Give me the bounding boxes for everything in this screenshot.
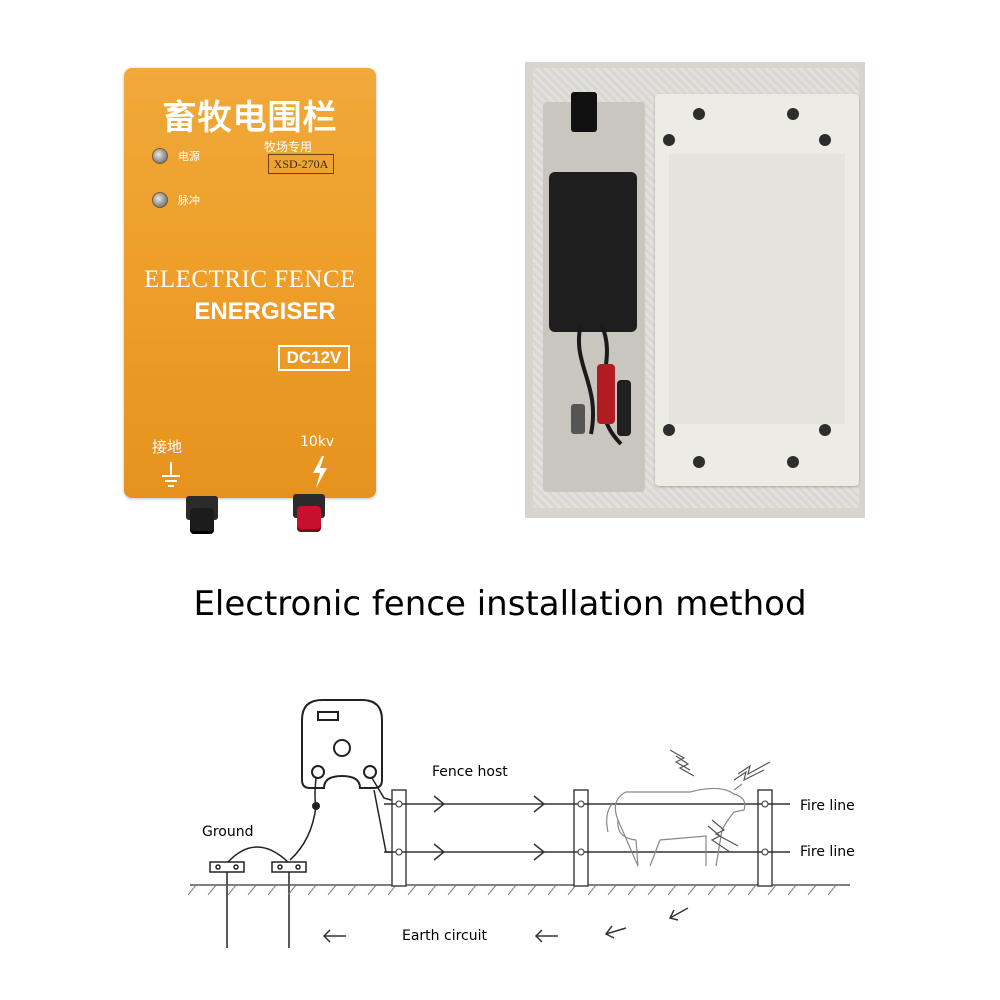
ground-stake-icon xyxy=(209,861,245,948)
mounting-plate-recess xyxy=(669,154,845,424)
mount-hole xyxy=(819,424,831,436)
mount-hole xyxy=(693,456,705,468)
ground-label-en: Ground xyxy=(202,824,254,840)
installation-diagram: Fence host Fire line Fire line Ground Ea… xyxy=(0,680,1000,980)
mounting-plate xyxy=(655,94,859,486)
power-led-icon xyxy=(152,148,168,164)
ground-label: 接地 xyxy=(152,438,183,456)
device-title-cn: 畜牧电围栏 xyxy=(162,98,338,138)
ground-stake-icon xyxy=(271,861,307,948)
device-model: XSD-270A xyxy=(268,154,334,174)
device-subtitle-cn: 牧场专用 xyxy=(264,140,313,154)
power-led-label: 电源 xyxy=(178,150,200,163)
mount-hole xyxy=(663,424,675,436)
pulse-led-label: 脉冲 xyxy=(178,194,200,207)
mount-hole xyxy=(787,456,799,468)
mount-hole xyxy=(819,134,831,146)
fence-host-icon xyxy=(301,699,383,789)
device-title-en-line2: ENERGISER xyxy=(194,298,336,325)
clip-cables xyxy=(571,324,631,446)
energiser-device: 畜牧电围栏 电源 牧场专用 XSD-270A 脉冲 ELECTRIC FENCE… xyxy=(124,68,376,498)
diagram-drawing xyxy=(187,699,850,948)
mount-hole xyxy=(787,108,799,120)
current-arrow-icon xyxy=(433,795,546,861)
power-adapter xyxy=(549,172,637,332)
lightning-bolt-icon xyxy=(313,456,327,488)
ground-symbol-icon xyxy=(162,462,180,487)
device-title-en-line1: ELECTRIC FENCE xyxy=(144,266,356,293)
mount-hole xyxy=(663,134,675,146)
earth-circuit-arrow-icon xyxy=(322,907,689,943)
fire-line-bottom-label: Fire line xyxy=(800,844,855,860)
output-terminal xyxy=(297,506,321,532)
fence-host-label: Fence host xyxy=(432,764,508,780)
voltage-badge: DC12V xyxy=(278,345,350,371)
pulse-led-icon xyxy=(152,192,168,208)
ground-terminal xyxy=(190,508,214,534)
fence-post-icon xyxy=(391,789,773,887)
cow-icon xyxy=(606,783,746,867)
adapter-plug xyxy=(571,92,597,132)
shock-icon xyxy=(669,749,771,853)
mount-hole xyxy=(693,108,705,120)
fire-line-top-label: Fire line xyxy=(800,798,855,814)
output-voltage-label: 10kv xyxy=(300,434,335,450)
earth-circuit-label: Earth circuit xyxy=(402,928,487,944)
installation-heading: Electronic fence installation method xyxy=(193,584,807,624)
package-contents-photo xyxy=(525,62,865,518)
